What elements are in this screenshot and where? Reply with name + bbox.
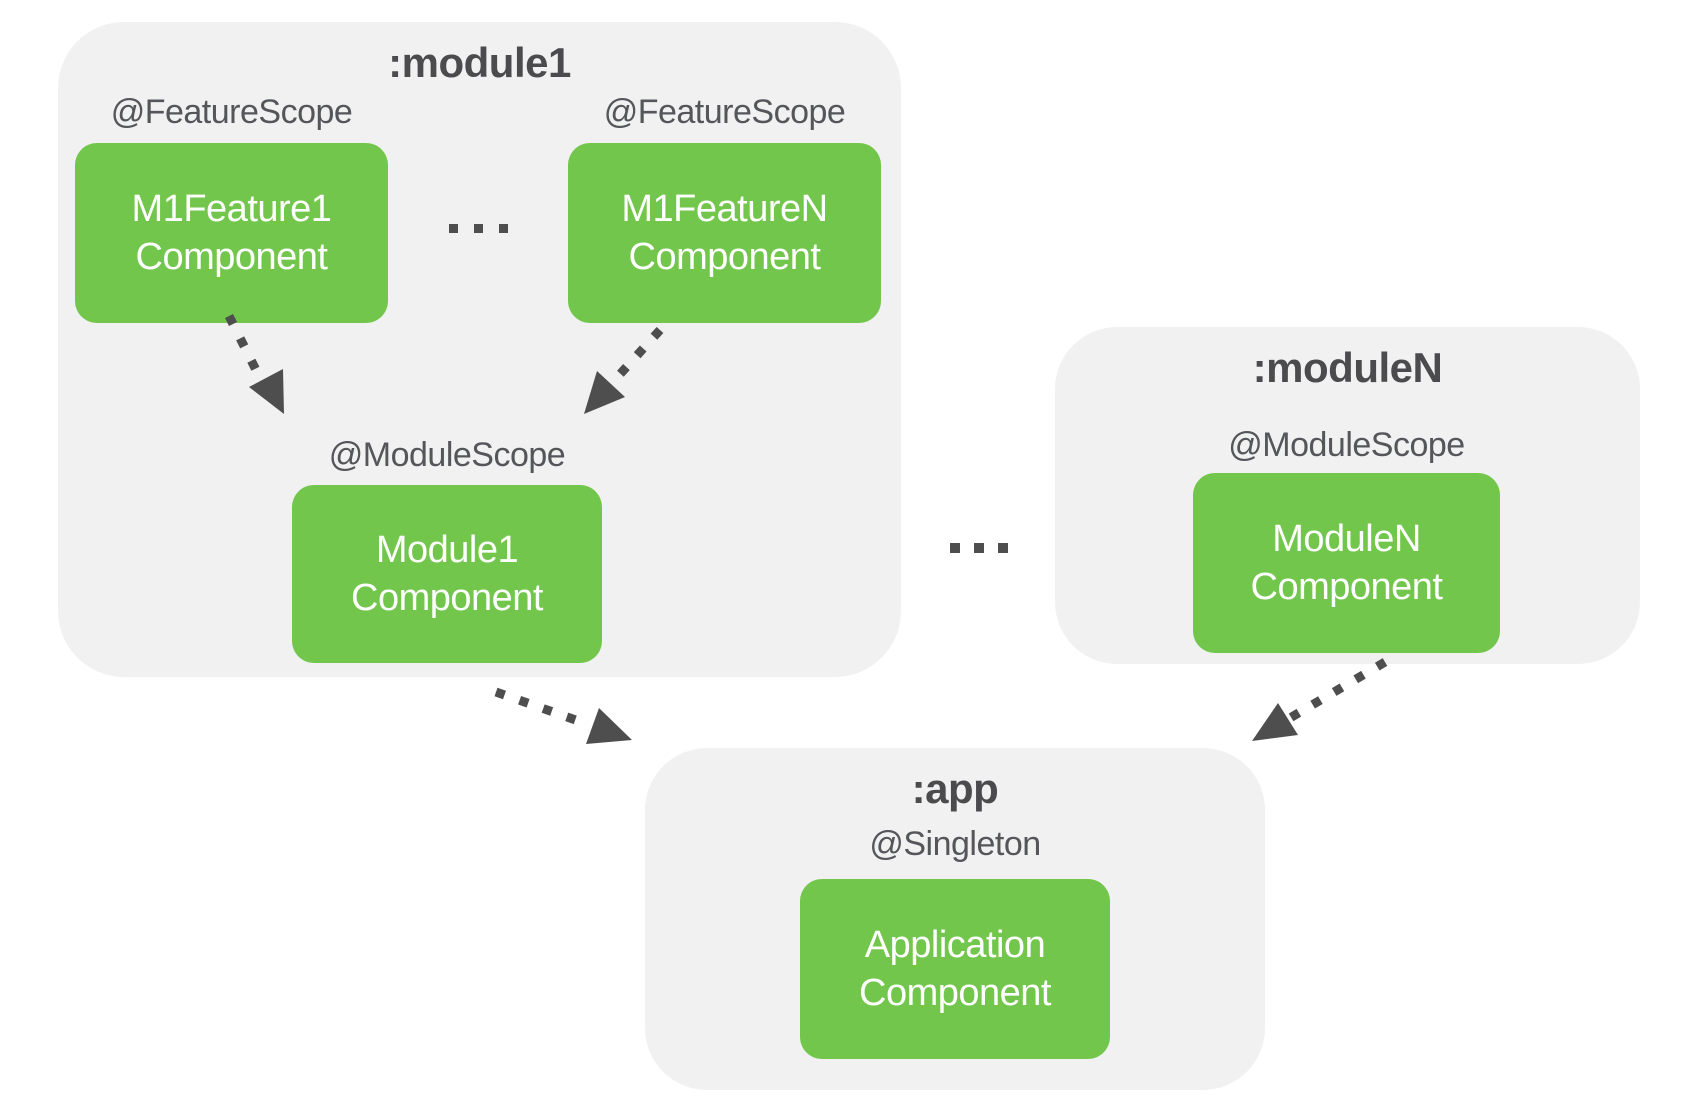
application-component-box: Application Component <box>800 879 1110 1059</box>
app-container: :app @Singleton Application Component <box>645 748 1265 1090</box>
modulen-component-box: ModuleN Component <box>1193 473 1500 653</box>
m1feature1-component-line1: M1Feature1 <box>131 188 332 230</box>
ellipsis-dots-modules <box>950 543 1008 553</box>
module1-component-line2: Component <box>351 577 543 619</box>
module1-container: :module1 @FeatureScope @FeatureScope M1F… <box>58 22 901 677</box>
m1featuren-component-box: M1FeatureN Component <box>568 143 881 323</box>
dot <box>974 543 984 553</box>
modulen-container: :moduleN @ModuleScope ModuleN Component <box>1055 327 1640 664</box>
m1featuren-component-line1: M1FeatureN <box>621 188 828 230</box>
app-title: :app <box>911 765 999 812</box>
feature-scope-label-2: @FeatureScope <box>603 93 846 131</box>
arrow-modulen-to-app <box>1252 658 1388 741</box>
dot <box>474 224 483 233</box>
modulen-component-line2: Component <box>1250 566 1443 608</box>
module1-title: :module1 <box>388 39 571 86</box>
arrow-module1-to-app <box>494 687 632 744</box>
modulen-component-line1: ModuleN <box>1272 518 1421 560</box>
m1feature1-component-line2: Component <box>135 236 328 278</box>
module1-component-box: Module1 Component <box>292 485 602 663</box>
dot <box>950 543 960 553</box>
application-component-line1: Application <box>864 924 1046 966</box>
application-component-line2: Component <box>859 972 1051 1014</box>
module1-component-line1: Module1 <box>375 529 519 571</box>
modulen-title: :moduleN <box>1252 344 1443 391</box>
feature-scope-label-1: @FeatureScope <box>110 93 353 131</box>
dot <box>499 224 508 233</box>
module-scope-label-modulen: @ModuleScope <box>1228 426 1465 464</box>
ellipsis-dots-features <box>449 224 508 233</box>
singleton-scope-label: @Singleton <box>869 825 1041 863</box>
m1feature1-component-box: M1Feature1 Component <box>75 143 388 323</box>
m1featuren-component-line2: Component <box>628 236 821 278</box>
dot <box>998 543 1008 553</box>
dot <box>449 224 458 233</box>
module-scope-label-module1: @ModuleScope <box>328 436 566 474</box>
